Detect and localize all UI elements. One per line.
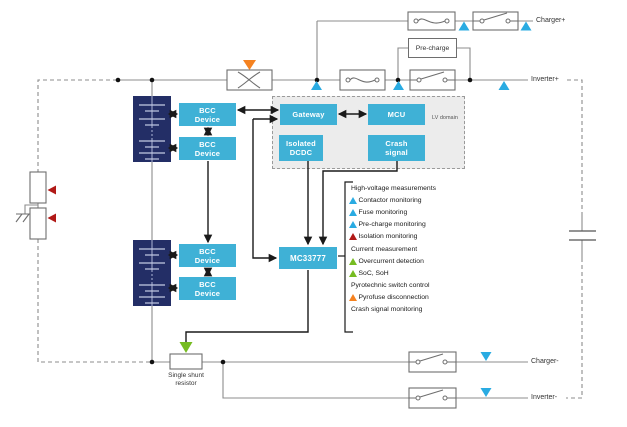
legend-item: High-voltage measurements: [349, 182, 514, 194]
legend-item: Pyrofuse disconnection: [349, 292, 514, 304]
precharge-wire-left: [397, 47, 408, 80]
mc33777-shunt-link: [185, 270, 309, 342]
isolation-monitor-triangle-1: [47, 185, 56, 195]
fuse-symbol-inverter-plus: [339, 69, 386, 91]
bcc-device-box-2: BCC Device: [179, 137, 236, 160]
blue-triangle-icon: [349, 208, 357, 216]
lv-domain-label: LV domain: [432, 115, 458, 121]
shunt-label: Single shunt resistor: [168, 372, 204, 387]
isolation-dashed-wire-top: [37, 79, 117, 172]
junction-dots: [115, 77, 473, 365]
green-triangle-icon: [349, 257, 357, 265]
inverter-minus-label: Inverter-: [531, 394, 558, 401]
isolation-resistors: [29, 171, 47, 240]
contactor-symbol-inverter-minus: [408, 387, 457, 409]
legend-item: Overcurrent detection: [349, 255, 514, 267]
charger-plus-label: Charger+: [536, 17, 566, 24]
legend-item: Isolation monitoring: [349, 231, 514, 243]
mcu-box: MCU: [368, 104, 425, 125]
current-measure-arrow: [179, 342, 193, 353]
bcc-device-box-1: BCC Device: [179, 103, 236, 126]
legend-item-label: Pyrofuse disconnection: [358, 294, 429, 302]
ground-wire: [24, 204, 38, 214]
pyrofuse-symbol: [226, 69, 273, 91]
fuse-monitor-triangle-2: [458, 21, 470, 31]
isolated-dcdc-box: Isolated DCDC: [279, 135, 323, 161]
legend-item: Fuse monitoring: [349, 206, 514, 218]
legend-item: SoC, SoH: [349, 267, 514, 279]
dc-link-capacitor-symbol: [569, 230, 596, 241]
fuse-monitor-triangle-1: [311, 81, 322, 90]
legend-item-label: Pyrotechnic switch control: [351, 282, 430, 290]
green-triangle-icon: [349, 269, 357, 277]
legend-item: Pre-charge monitoring: [349, 219, 514, 231]
legend-item-label: Fuse monitoring: [358, 208, 408, 216]
crash-mc33777-link: [318, 161, 398, 246]
contactor-symbol-charger-minus: [408, 351, 457, 373]
isolation-resistor-1: [29, 171, 47, 204]
legend-item: Contactor monitoring: [349, 194, 514, 206]
inverter-minus-rail: [222, 362, 528, 399]
isolation-dashed-wire-bottom: [37, 239, 150, 363]
legend-item-label: Current measurement: [351, 245, 418, 253]
legend-item-label: Isolation monitoring: [358, 233, 418, 241]
contactor-monitor-triangle-chm: [480, 352, 492, 361]
contactor-monitor-triangle-invp: [498, 81, 510, 90]
precharge-label: Pre-charge: [415, 44, 450, 52]
legend-item-label: SoC, SoH: [358, 269, 389, 277]
legend-item: Current measurement: [349, 243, 514, 255]
inverter-plus-label: Inverter+: [531, 76, 559, 83]
isolation-monitor-triangle-2: [47, 213, 56, 223]
contactor-monitor-triangle-chp: [520, 21, 532, 31]
shunt-resistor-symbol: [169, 353, 203, 370]
contactor-symbol-charger-plus: [472, 11, 519, 31]
blue-triangle-icon: [349, 196, 357, 204]
precharge-monitor-triangle: [393, 81, 404, 90]
battery-stack-bottom: [133, 240, 171, 306]
battery-stack-top: [133, 96, 171, 162]
legend-item-label: Crash signal monitoring: [351, 306, 423, 314]
mc33777-gateway-link: [252, 119, 278, 263]
legend-item-label: Contactor monitoring: [358, 196, 422, 204]
legend-bracket: [338, 181, 353, 333]
fuse-symbol-charger-plus: [407, 11, 456, 31]
orange-triangle-icon: [349, 294, 357, 302]
contactor-monitor-triangle-invm: [480, 388, 492, 397]
monitoring-markers: [47, 21, 532, 397]
legend-item: Crash signal monitoring: [349, 304, 514, 316]
red-triangle-icon: [349, 233, 357, 241]
crash-signal-box: Crash signal: [368, 135, 425, 161]
bcc-label-line2: Device: [194, 114, 221, 124]
precharge-wire-right: [457, 47, 471, 80]
bcc-device-box-4: BCC Device: [179, 277, 236, 300]
pyrofuse-monitor-triangle: [243, 60, 256, 70]
blue-triangle-icon: [349, 221, 357, 229]
charger-minus-label: Charger-: [531, 358, 559, 365]
isolation-resistor-2: [29, 207, 47, 240]
contactor-symbol-inverter-plus: [409, 69, 456, 91]
legend-item-label: Pre-charge monitoring: [358, 221, 426, 229]
mc33777-box: MC33777: [279, 247, 337, 269]
legend-item: Pyrotechnic switch control: [349, 280, 514, 292]
gateway-box: Gateway: [280, 104, 337, 125]
bcc-device-box-3: BCC Device: [179, 244, 236, 267]
legend-item-label: Overcurrent detection: [358, 257, 424, 265]
precharge-box: Pre-charge: [408, 38, 457, 58]
legend-item-label: High-voltage measurements: [351, 184, 437, 192]
signal-wires: [167, 105, 398, 342]
bcc-label-line1: BCC: [199, 105, 216, 115]
